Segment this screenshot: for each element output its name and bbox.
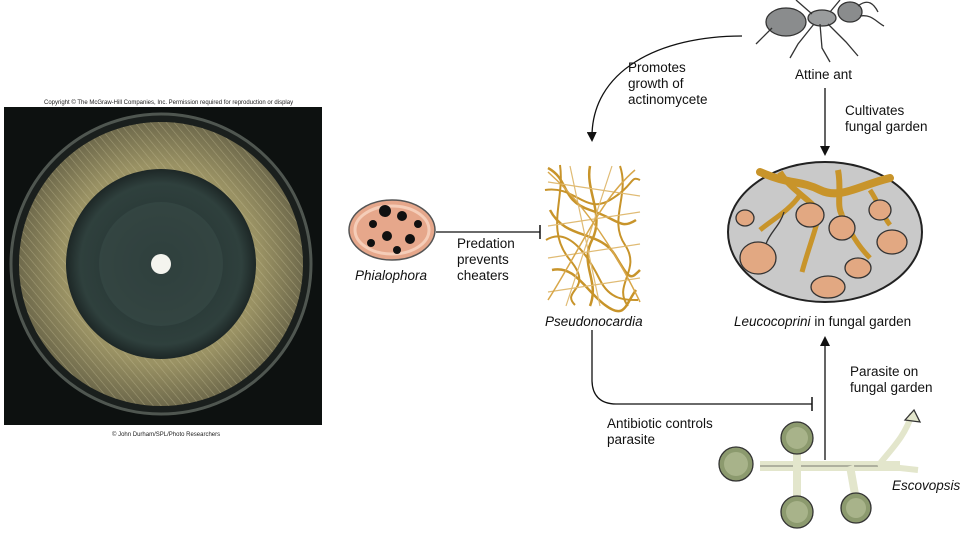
photo-copyright: Copyright © The McGraw-Hill Companies, I… (44, 100, 294, 106)
leucocoprini-label: Leucocoprini in fungal garden (734, 314, 911, 330)
inhibit-line-predation (436, 225, 541, 239)
predation-label: Predation prevents cheaters (457, 236, 515, 283)
cultivates-label: Cultivates fungal garden (845, 103, 928, 134)
attine-ant-icon (755, 0, 885, 63)
petri-dish-image (9, 112, 313, 416)
arrow-promotes (586, 35, 743, 142)
inhibit-line-antibiotic (591, 330, 813, 411)
petri-dish-photo (4, 107, 322, 425)
escovopsis-label: Escovopsis (892, 478, 961, 493)
pseudonocardia-label: Pseudonocardia (545, 314, 643, 329)
phialophora-icon (348, 199, 436, 261)
parasite-label: Parasite on fungal garden (850, 364, 933, 395)
leucocoprini-suffix: in fungal garden (810, 314, 912, 329)
antibiotic-label: Antibiotic controls parasite (607, 416, 713, 447)
escovopsis-icon (718, 408, 922, 529)
pseudonocardia-icon (544, 164, 641, 313)
photo-credit: © John Durham/SPL/Photo Researchers (112, 432, 221, 438)
attine-ant-label: Attine ant (795, 67, 853, 82)
phialophora-label: Phialophora (355, 268, 428, 283)
fungal-garden-icon (727, 161, 923, 303)
promotes-label: Promotes growth of actinomycete (628, 60, 708, 107)
leucocoprini-genus: Leucocoprini (734, 314, 811, 329)
